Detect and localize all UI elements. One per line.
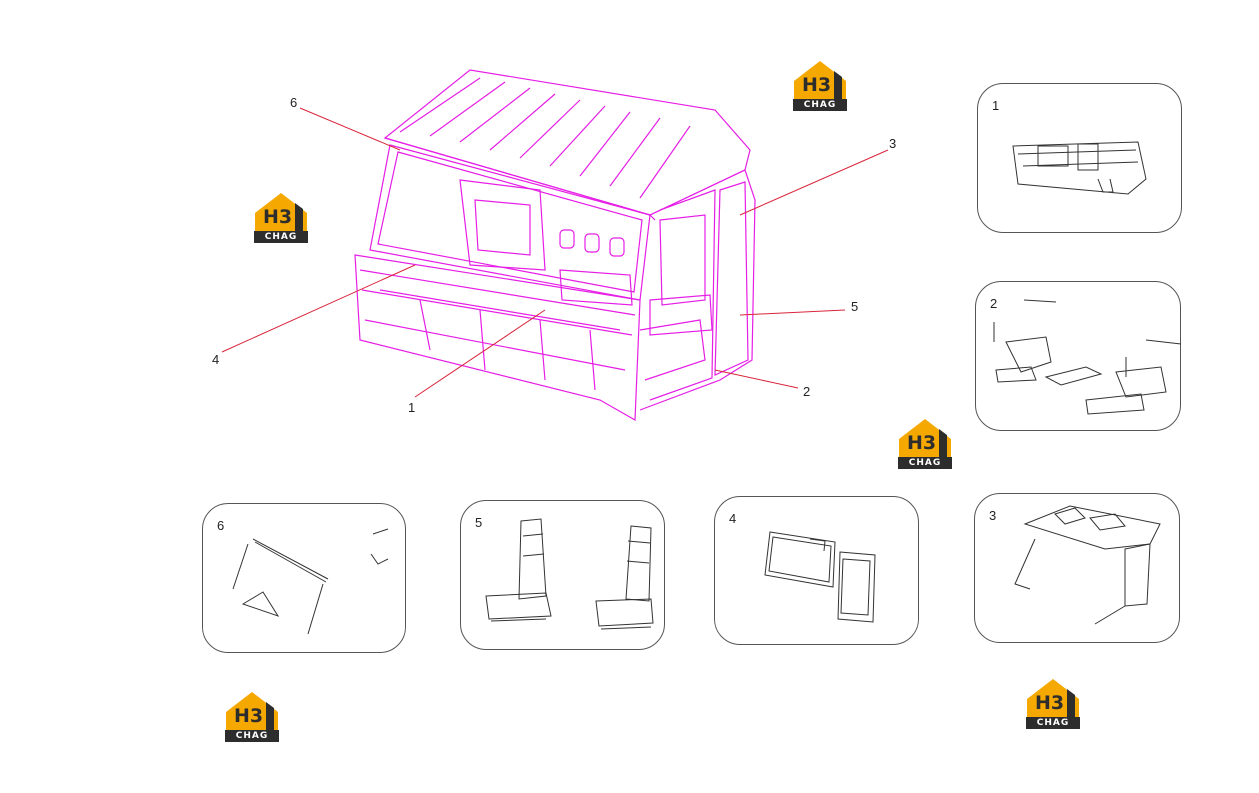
logo-text: CHAG bbox=[793, 99, 847, 111]
callout-3: 3 bbox=[889, 136, 897, 151]
logo-watermark: H3 CHAG bbox=[790, 57, 850, 113]
panel-number: 6 bbox=[217, 518, 225, 533]
logo-text: CHAG bbox=[225, 730, 279, 742]
callout-6: 6 bbox=[290, 95, 298, 110]
detail-panel-4: 4 bbox=[714, 496, 919, 645]
dashboard-part-drawing bbox=[1012, 141, 1147, 195]
logo-house-icon bbox=[255, 193, 307, 243]
detail-panel-5: 5 bbox=[460, 500, 665, 650]
panel-number: 1 bbox=[992, 98, 1000, 113]
panel-number: 5 bbox=[475, 515, 483, 530]
seat-part-drawing bbox=[485, 518, 654, 630]
logo-house-icon bbox=[794, 61, 846, 111]
detail-panel-6: 6 bbox=[202, 503, 406, 653]
trim-part-drawing bbox=[232, 528, 389, 635]
logo-watermark: H3 CHAG bbox=[222, 688, 282, 744]
panel-number: 2 bbox=[990, 296, 998, 311]
logo-watermark: H3 CHAG bbox=[1023, 675, 1083, 731]
logo-mark: H3 bbox=[907, 432, 937, 454]
logo-watermark: H3 CHAG bbox=[895, 415, 955, 471]
callout-5: 5 bbox=[851, 299, 859, 314]
logo-text: CHAG bbox=[1026, 717, 1080, 729]
callout-2: 2 bbox=[803, 384, 811, 399]
detail-panel-3: 3 bbox=[974, 493, 1180, 643]
callout-1: 1 bbox=[408, 400, 416, 415]
logo-house-icon bbox=[1027, 679, 1079, 729]
detail-panel-1: 1 bbox=[977, 83, 1182, 233]
panel-number: 4 bbox=[729, 511, 737, 526]
detail-panel-2: 2 bbox=[975, 281, 1182, 431]
logo-text: CHAG bbox=[898, 457, 952, 469]
logo-mark: H3 bbox=[263, 206, 293, 228]
rear-panel-part-drawing bbox=[764, 531, 876, 623]
roof-part-drawing bbox=[1014, 505, 1161, 625]
floor-mat-part-drawing bbox=[993, 299, 1182, 415]
callout-4: 4 bbox=[212, 352, 220, 367]
panel-number: 3 bbox=[989, 508, 997, 523]
logo-mark: H3 bbox=[1035, 692, 1065, 714]
logo-text: CHAG bbox=[254, 231, 308, 243]
logo-watermark: H3 CHAG bbox=[251, 189, 311, 245]
logo-mark: H3 bbox=[802, 74, 832, 96]
logo-house-icon bbox=[226, 692, 278, 742]
logo-house-icon bbox=[899, 419, 951, 469]
logo-mark: H3 bbox=[234, 705, 264, 727]
